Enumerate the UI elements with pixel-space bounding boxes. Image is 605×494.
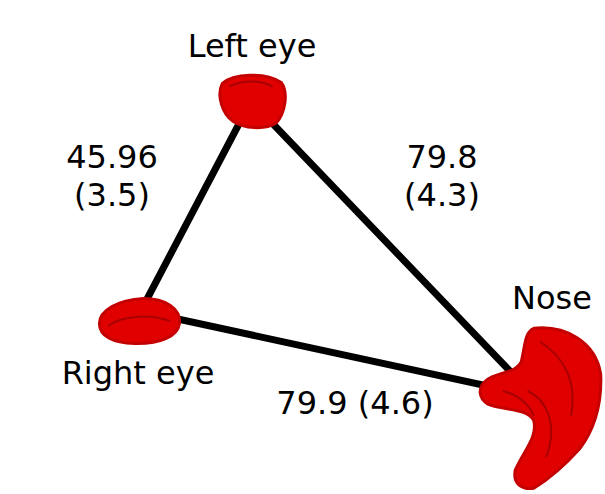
node-label: Right eye	[62, 355, 215, 392]
distance-label: 79.8 (4.3)	[382, 138, 502, 215]
eye-region: Right eye	[95, 296, 183, 346]
red-blob	[215, 72, 287, 130]
distance-label: 79.9 (4.6)	[276, 384, 433, 422]
eye-region: Left eye	[215, 72, 287, 130]
node-label: Nose	[512, 280, 592, 317]
nose-region: Nose	[478, 325, 602, 490]
red-blob	[478, 325, 602, 490]
red-blob	[95, 296, 183, 346]
distance-label: 45.96 (3.5)	[52, 138, 172, 215]
node-label: Left eye	[188, 28, 317, 65]
triangle-side	[141, 101, 251, 311]
triangle-side	[251, 101, 534, 396]
